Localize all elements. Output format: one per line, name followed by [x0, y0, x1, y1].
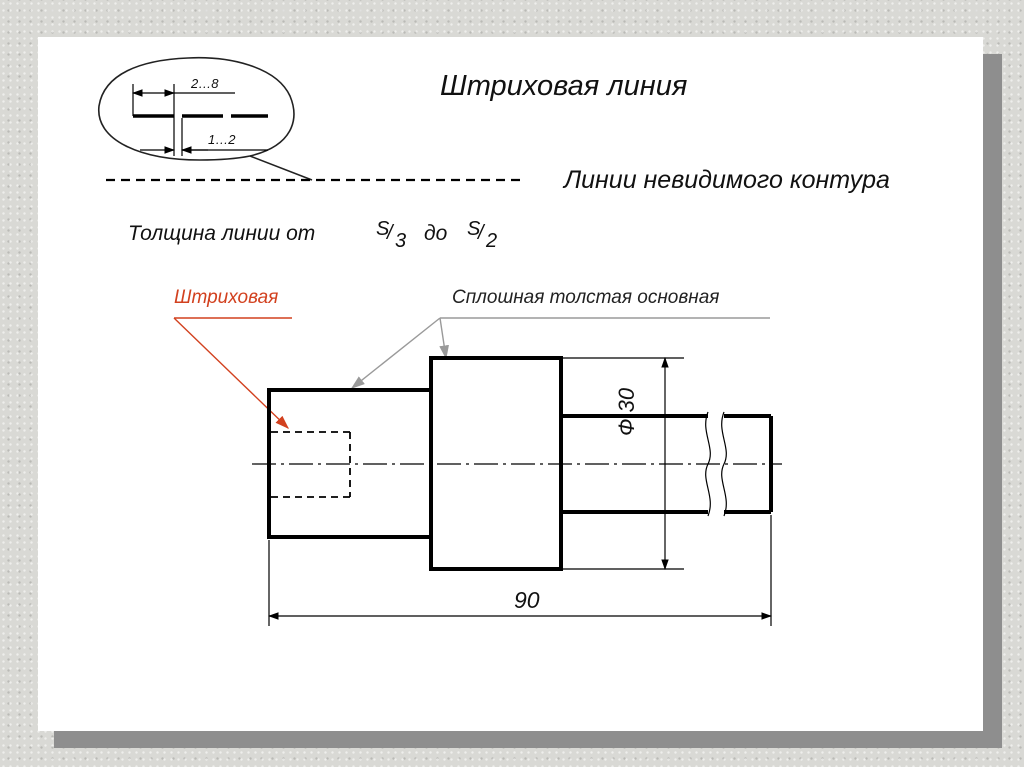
thickness-fraction-to: S / 2 [467, 218, 507, 258]
length-dimension-value: 90 [514, 587, 540, 613]
dash-sample [131, 84, 268, 156]
line-type-name: Линии невидимого контура [564, 166, 890, 194]
fraction-slash: / [478, 222, 484, 244]
shaft-right-step [561, 414, 773, 514]
hidden-hole [271, 431, 351, 498]
dash-length-label: 2…8 [191, 76, 219, 91]
fraction-numerator: S [376, 218, 390, 240]
thickness-between-text: до [424, 222, 448, 245]
length-dimension [267, 515, 773, 626]
slide-title: Штриховая линия [440, 70, 688, 102]
callout-bubble [98, 56, 313, 181]
diameter-dimension-value: Ф 30 [614, 387, 639, 436]
fraction-denominator: 2 [486, 230, 498, 252]
thickness-fraction-from: S / 3 [376, 218, 416, 258]
gap-length-label: 1…2 [208, 132, 236, 147]
diameter-dimension [561, 356, 684, 571]
fraction-denominator: 3 [395, 230, 407, 252]
leader-solid [350, 317, 770, 389]
label-dashed-line: Штриховая [174, 287, 279, 308]
fraction-slash: / [387, 222, 393, 244]
leader-dashed [173, 317, 292, 429]
fraction-numerator: S [467, 218, 481, 240]
thickness-text: Толщина линии от [128, 222, 316, 245]
label-solid-line: Сплошная толстая основная [452, 287, 720, 308]
